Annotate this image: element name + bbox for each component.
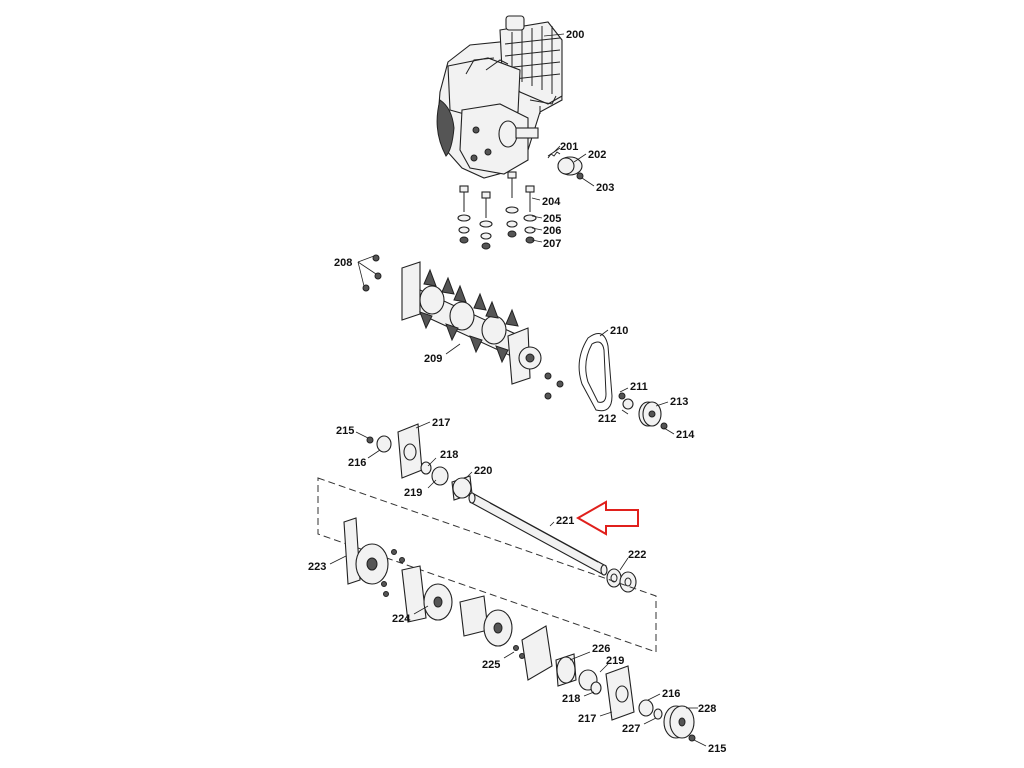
part-label-211: 211 [630,381,648,393]
engine-pulley [547,147,584,180]
part-label-225: 225 [482,659,500,671]
part-labels: 200 201 202 203 204 205 206 207 208 209 … [308,29,726,755]
shaft-washers [606,568,637,593]
left-bearing-stack [366,423,473,501]
tine-rotor-assembly [362,254,564,400]
part-label-220: 220 [474,465,492,477]
engine-mount-hardware [457,171,537,250]
part-label-215b: 215 [708,743,726,755]
right-bearing-stack [555,653,696,742]
part-label-223: 223 [308,561,326,573]
part-label-222: 222 [628,549,646,561]
part-label-216: 216 [348,457,366,469]
part-label-218b: 218 [562,693,580,705]
part-label-227: 227 [622,723,640,735]
part-label-226: 226 [592,643,610,655]
part-label-204: 204 [542,196,561,208]
part-label-206: 206 [543,225,561,237]
part-label-214: 214 [676,429,695,441]
part-label-200: 200 [566,29,584,41]
part-label-224: 224 [392,613,411,625]
part-label-212: 212 [598,413,616,425]
part-label-209: 209 [424,353,442,365]
part-label-215: 215 [336,425,354,437]
part-label-221: 221 [556,515,574,527]
leader-lines [329,33,707,747]
part-label-217: 217 [432,417,450,429]
part-label-219: 219 [404,487,422,499]
part-label-219b: 219 [606,655,624,667]
part-label-218: 218 [440,449,458,461]
part-label-202: 202 [588,149,606,161]
tine-hub-assemblies [343,517,553,681]
engine-assembly [436,15,563,179]
part-label-210: 210 [610,325,628,337]
belt-tensioner [618,392,668,430]
part-label-217b: 217 [578,713,596,725]
part-label-228: 228 [698,703,716,715]
part-label-205: 205 [543,213,561,225]
tine-shaft [468,492,608,576]
arrow-left-outline-icon [575,500,639,536]
part-label-213: 213 [670,396,688,408]
part-label-207: 207 [543,238,561,250]
part-label-208: 208 [334,257,352,269]
drive-belt [578,333,613,412]
part-label-216b: 216 [662,688,680,700]
part-label-201: 201 [560,141,578,153]
part-label-203: 203 [596,182,614,194]
